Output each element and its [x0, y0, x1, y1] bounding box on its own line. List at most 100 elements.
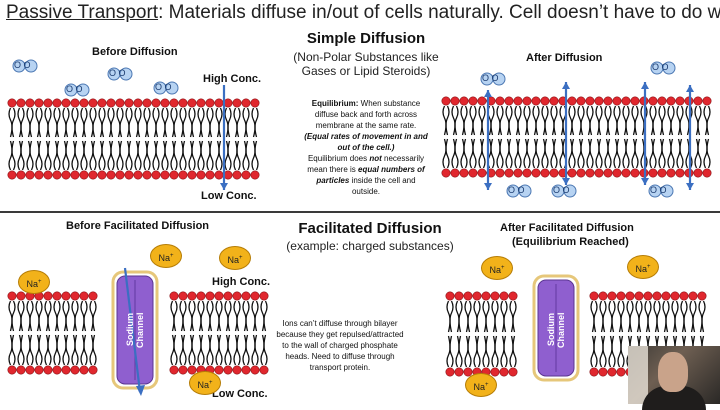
lipid-tail — [71, 334, 76, 366]
phosphate-head — [657, 168, 667, 178]
phosphate-head — [450, 168, 460, 178]
lipid-tail — [652, 138, 657, 169]
lipid-tail — [598, 138, 603, 169]
lipid-tail — [44, 300, 49, 332]
lipid-tail — [107, 140, 112, 171]
arrow-head — [641, 178, 649, 185]
lipid-tail — [622, 105, 627, 136]
lipid-tail — [146, 107, 151, 138]
lipid-tail — [509, 335, 514, 368]
section-divider — [0, 211, 720, 213]
phosphate-head — [504, 168, 514, 178]
channel-label-text: Sodium Channel — [546, 312, 566, 348]
sodium-ion: Na+ — [219, 246, 251, 270]
lipid-tail — [80, 140, 85, 171]
lipid-tail — [11, 140, 16, 171]
lipid-tail — [89, 334, 94, 366]
lipid-tail — [616, 138, 621, 169]
arrow-head — [562, 178, 570, 185]
phosphate-head — [241, 291, 251, 301]
phosphate-head — [214, 291, 224, 301]
lipid-tail — [179, 107, 184, 138]
lipid-tail — [92, 140, 97, 171]
lipid-tail — [206, 334, 211, 366]
lipid-tail — [53, 334, 58, 366]
phosphate-head — [196, 170, 206, 180]
lipid-tail — [634, 105, 639, 136]
phosphate-head — [43, 365, 53, 375]
simple-diffusion-subtitle: (Non-Polar Substances like Gases or Lipi… — [293, 50, 439, 78]
phosphate-head — [589, 291, 599, 301]
lipid-tail — [35, 140, 40, 171]
lipid-tail — [464, 335, 469, 368]
facilitated-diffusion-title: Facilitated Diffusion — [298, 220, 442, 237]
phosphate-head — [670, 291, 680, 301]
lipid-tail — [460, 105, 465, 136]
arrow-head — [686, 183, 694, 190]
phosphate-head — [232, 98, 242, 108]
lipid-tail — [640, 105, 645, 136]
lipid-tail — [215, 300, 220, 332]
lipid-tail — [608, 300, 613, 333]
lipid-tail — [559, 138, 564, 169]
lipid-tail — [611, 335, 616, 368]
lipid-tail — [62, 334, 67, 366]
phosphate-head — [79, 365, 89, 375]
phosphate-head — [16, 365, 26, 375]
lipid-tail — [119, 107, 124, 138]
lipid-tail — [35, 107, 40, 138]
lipid-tail — [209, 334, 214, 366]
lipid-tail — [679, 105, 684, 136]
lipid-tail — [47, 300, 52, 332]
phosphate-head — [499, 367, 509, 377]
phosphate-head — [693, 96, 703, 106]
lipid-tail — [602, 300, 607, 333]
channel-label-text: Sodium Channel — [125, 312, 145, 348]
phosphate-head — [88, 365, 98, 375]
phosphate-head — [540, 96, 550, 106]
phosphate-head — [232, 365, 242, 375]
phosphate-head — [589, 367, 599, 377]
lipid-tail — [197, 140, 202, 171]
lipid-tail — [53, 300, 58, 332]
phosphate-head — [7, 291, 17, 301]
facilitated-low-conc-label: Low Conc. — [212, 388, 268, 400]
lipid-tail — [26, 300, 31, 332]
phosphate-head — [468, 96, 478, 106]
lipid-tail — [11, 300, 16, 332]
phosphate-head — [169, 170, 179, 180]
phosphate-head — [576, 168, 586, 178]
lipid-tail — [473, 335, 478, 368]
lipid-tail — [44, 334, 49, 366]
phosphate-head — [178, 98, 188, 108]
phosphate-head — [540, 168, 550, 178]
phosphate-head — [598, 367, 608, 377]
ion-charge: + — [170, 253, 174, 259]
lipid-tail — [481, 105, 486, 136]
lipid-tail — [553, 105, 558, 136]
lipid-tail — [125, 107, 130, 138]
phosphate-head — [115, 98, 125, 108]
equilibrium-reached-label: (Equilibrium Reached) — [512, 236, 629, 248]
phosphate-head — [79, 98, 89, 108]
phosphate-head — [648, 96, 658, 106]
phosphate-head — [115, 170, 125, 180]
lipid-tail — [8, 334, 13, 366]
lipid-tail — [481, 138, 486, 169]
lipid-tail — [586, 105, 591, 136]
lipid-tail — [494, 300, 499, 333]
lipid-tail — [242, 300, 247, 332]
molecule-label: O O — [155, 82, 172, 92]
lipid-tail — [625, 138, 630, 169]
lipid-tail — [218, 334, 223, 366]
lipid-tail — [482, 335, 487, 368]
lipid-tail — [505, 138, 510, 169]
phosphate-head — [241, 365, 251, 375]
equilibrium-not: not — [369, 154, 382, 163]
lipid-tail — [29, 334, 34, 366]
ion-symbol: Na — [227, 255, 239, 265]
phosphate-head — [196, 291, 206, 301]
phosphate-head — [142, 170, 152, 180]
lipid-tail — [152, 107, 157, 138]
